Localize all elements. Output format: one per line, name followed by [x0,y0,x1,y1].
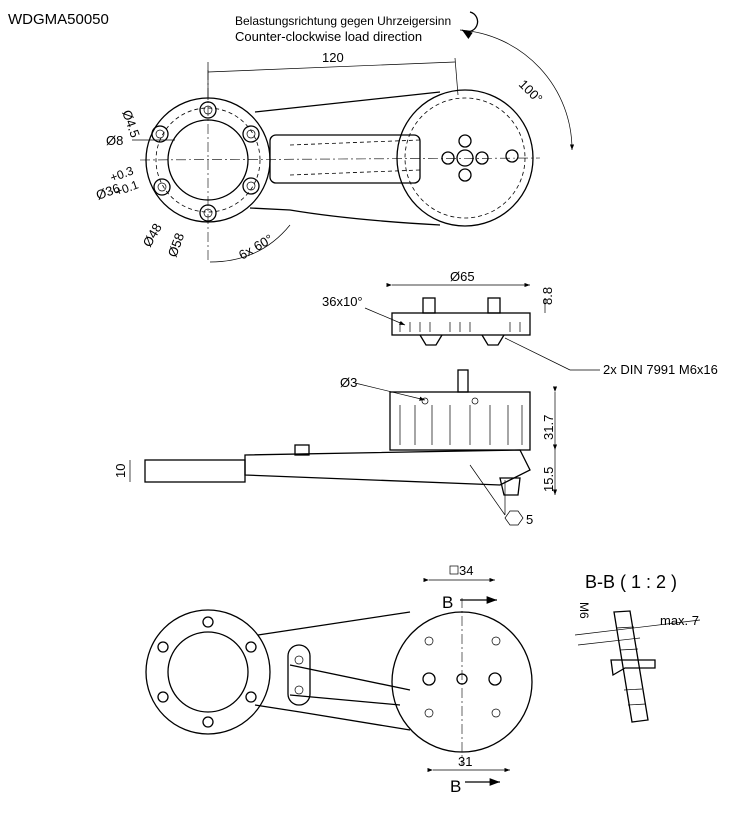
plate-view: Ø65 8.8 36x10° 2x DIN 7991 M6x16 [322,269,718,377]
dim-teeth: 36x10° [322,294,363,309]
dim-plate-height: 8.8 [540,287,555,305]
dim-pin-dia: Ø3 [340,375,357,390]
dim-plate-dia: Ø65 [450,269,475,284]
dim-hex-size: 5 [526,512,533,527]
side-view: Ø3 31.7 15.5 10 5 [113,369,558,527]
counter-clockwise-arrow-icon [461,11,479,40]
section-mark-top: B [442,593,453,612]
dim-angle: 100° [516,77,546,107]
dim-thread: M6 [577,602,591,619]
bottom-view: 34 B 31 B [145,563,533,796]
section-title: B-B ( 1 : 2 ) [585,572,677,592]
dim-pitch-dia: Ø58 [165,231,188,259]
dim-height-lower: 15.5 [541,467,556,492]
dim-inner-dia: Ø48 [140,221,165,250]
dim-height-upper: 31.7 [541,415,556,440]
load-direction-de: Belastungsrichtung gegen Uhrzeigersinn [235,14,451,28]
drawing-title: WDGMA50050 [8,11,109,28]
dim-max-depth: max. 7 [660,613,699,628]
section-mark-bottom: B [450,777,461,796]
top-view: 120 100° Ø4.5 Ø8 Ø36 +0.3 +0.1 Ø48 Ø58 6… [94,29,575,263]
section-b-b: B-B ( 1 : 2 ) M6 max. 7 [574,572,701,723]
dim-arm-thickness: 10 [113,464,128,478]
dim-counterbore-dia: Ø8 [106,133,123,148]
load-direction-en: Counter-clockwise load direction [235,29,422,44]
dim-pitch: 31 [458,754,472,769]
screw-callout: 2x DIN 7991 M6x16 [603,362,718,377]
dim-square: 34 [459,563,473,578]
dim-hole-spacing: 6x 60° [236,231,276,262]
dim-length: 120 [322,50,344,65]
